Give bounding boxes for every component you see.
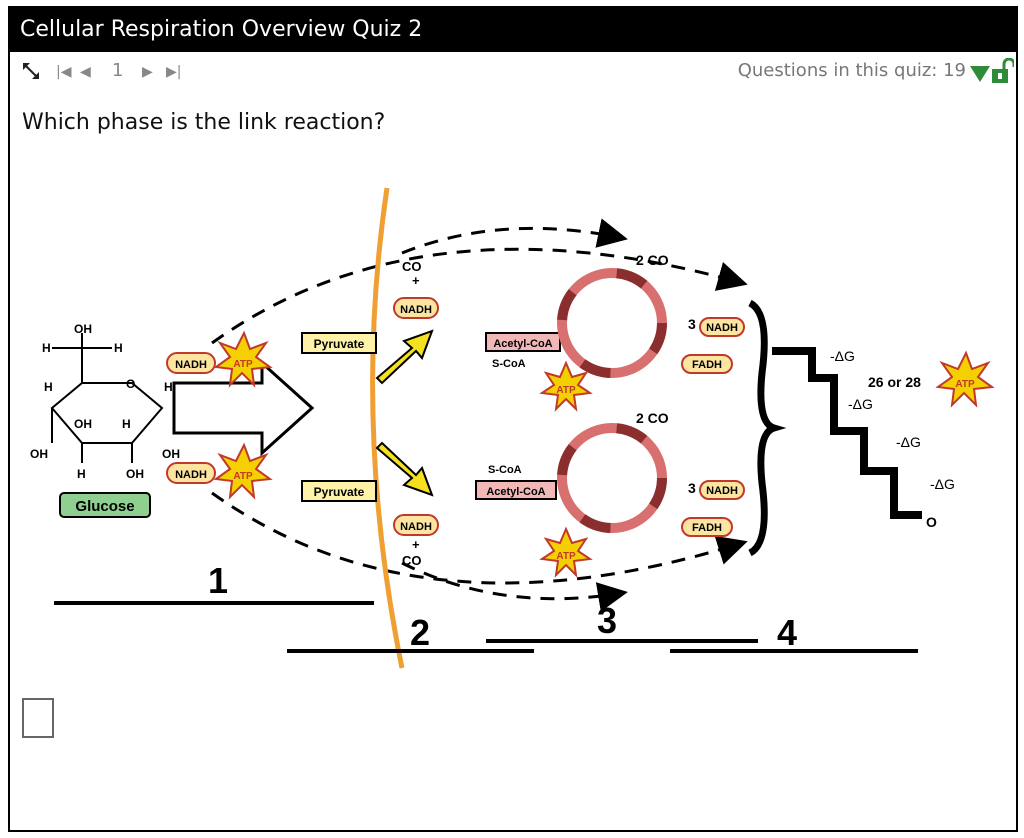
delta-g-labels: -ΔG -ΔG -ΔG -ΔG xyxy=(830,348,955,492)
brace xyxy=(748,299,787,557)
krebs-cycle-top: 2 CO 3 NADH FADH ATP xyxy=(539,252,745,412)
navigation-bar: |◀ ◀ 1 ▶ ▶| Questions in this quiz: 19 xyxy=(10,56,1016,90)
svg-text:OH: OH xyxy=(74,322,92,336)
dg-label: -ΔG xyxy=(830,348,855,364)
prev-page-button[interactable]: ◀ xyxy=(80,64,91,80)
three-label: 3 xyxy=(688,480,696,496)
dg-label: -ΔG xyxy=(930,476,955,492)
dg-label: -ΔG xyxy=(848,396,873,412)
cellular-respiration-diagram[interactable]: OH H H H O H OH H OH OH H OH Glucose NAD… xyxy=(22,173,1002,673)
question-text: Which phase is the link reaction? xyxy=(22,110,386,135)
acetyl-bottom-box xyxy=(475,480,557,500)
phase-3[interactable]: 3 xyxy=(486,600,758,643)
nadh-label: NADH xyxy=(706,485,738,497)
svg-text:O: O xyxy=(126,377,135,391)
atp-total-burst xyxy=(935,350,995,408)
atp-total-label: 26 or 28 xyxy=(868,374,921,390)
s-coa-label: S-CoA xyxy=(488,464,522,476)
nadh-label: NADH xyxy=(400,521,432,533)
glycolysis-products-bottom: NADH ATP xyxy=(166,442,273,500)
last-page-button[interactable]: ▶| xyxy=(166,64,182,80)
link-products-bottom: NADH + CO xyxy=(393,514,439,568)
s-coa-label: S-CoA xyxy=(492,358,526,370)
three-label: 3 xyxy=(688,316,696,332)
unlock-icon[interactable] xyxy=(992,57,1016,88)
atp-label: ATP xyxy=(233,359,253,370)
svg-text:H: H xyxy=(114,341,123,355)
questions-count: Questions in this quiz: 19 xyxy=(737,60,966,81)
dg-label: -ΔG xyxy=(896,434,921,450)
chevron-down-icon[interactable] xyxy=(970,66,990,86)
svg-text:OH: OH xyxy=(162,447,180,461)
first-page-button[interactable]: |◀ xyxy=(56,64,72,80)
link-arrow-bottom xyxy=(375,441,434,497)
pyruvate-bottom-label: Pyruvate xyxy=(314,485,365,499)
nadh-label: NADH xyxy=(400,304,432,316)
krebs-cycle-bottom: 2 CO 3 NADH FADH ATP xyxy=(539,410,745,578)
svg-text:H: H xyxy=(122,417,131,431)
acetyl-bottom-label: Acetyl-CoA xyxy=(486,486,545,498)
nadh-label: NADH xyxy=(706,322,738,334)
two-co2-label: 2 CO xyxy=(636,410,669,426)
glucose-structure xyxy=(50,333,164,463)
glycolysis-products-top: NADH ATP xyxy=(166,330,273,388)
svg-text:OH: OH xyxy=(30,447,48,461)
phase-1-label: 1 xyxy=(208,560,228,601)
quiz-title: Cellular Respiration Overview Quiz 2 xyxy=(10,8,1016,52)
svg-text:+: + xyxy=(412,273,420,288)
fadh2-label: FADH xyxy=(692,522,722,534)
next-page-button[interactable]: ▶ xyxy=(142,64,153,80)
nadh-label: NADH xyxy=(175,359,207,371)
expand-icon[interactable] xyxy=(20,60,42,87)
phase-2[interactable]: 2 xyxy=(287,612,534,653)
fadh2-label: FADH xyxy=(692,359,722,371)
o2-label: O xyxy=(926,514,937,530)
page-number: 1 xyxy=(112,60,124,81)
pyruvate-top-label: Pyruvate xyxy=(314,337,365,351)
co2-label: CO xyxy=(402,259,422,274)
glucose-label-box xyxy=(59,492,151,518)
membrane-curve xyxy=(370,187,405,669)
glucose-atoms: OH H H H O H OH H OH OH H OH xyxy=(30,322,180,481)
glucose-label: Glucose xyxy=(75,498,134,515)
phase-4-label: 4 xyxy=(777,612,797,653)
quiz-window: Cellular Respiration Overview Quiz 2 |◀ … xyxy=(8,6,1018,832)
svg-text:H: H xyxy=(164,380,173,394)
phase-4[interactable]: 4 xyxy=(670,612,918,653)
dashed-flow-arrows xyxy=(211,218,748,612)
etc-staircase xyxy=(772,347,922,519)
svg-text:OH: OH xyxy=(126,467,144,481)
atp-label: ATP xyxy=(955,379,975,390)
pyruvate-bottom-box xyxy=(301,480,377,502)
phase-1[interactable]: 1 xyxy=(54,560,374,605)
svg-text:H: H xyxy=(44,380,53,394)
link-products-top: CO + NADH xyxy=(393,259,439,319)
phase-3-label: 3 xyxy=(597,600,617,641)
acetyl-top-box xyxy=(485,332,561,352)
svg-text:+: + xyxy=(412,537,420,552)
phase-2-label: 2 xyxy=(410,612,430,653)
pyruvate-top-box xyxy=(301,332,377,354)
svg-text:H: H xyxy=(42,341,51,355)
glycolysis-arrow xyxy=(172,359,315,457)
atp-label: ATP xyxy=(233,471,253,482)
atp-label: ATP xyxy=(556,385,576,396)
nadh-label: NADH xyxy=(175,469,207,481)
two-co2-label: 2 CO xyxy=(636,252,669,268)
answer-input[interactable] xyxy=(22,698,54,738)
link-arrow-top xyxy=(375,329,434,385)
co2-label: CO xyxy=(402,553,422,568)
acetyl-top-label: Acetyl-CoA xyxy=(493,338,552,350)
atp-label: ATP xyxy=(556,551,576,562)
svg-text:H: H xyxy=(77,467,86,481)
svg-text:OH: OH xyxy=(74,417,92,431)
